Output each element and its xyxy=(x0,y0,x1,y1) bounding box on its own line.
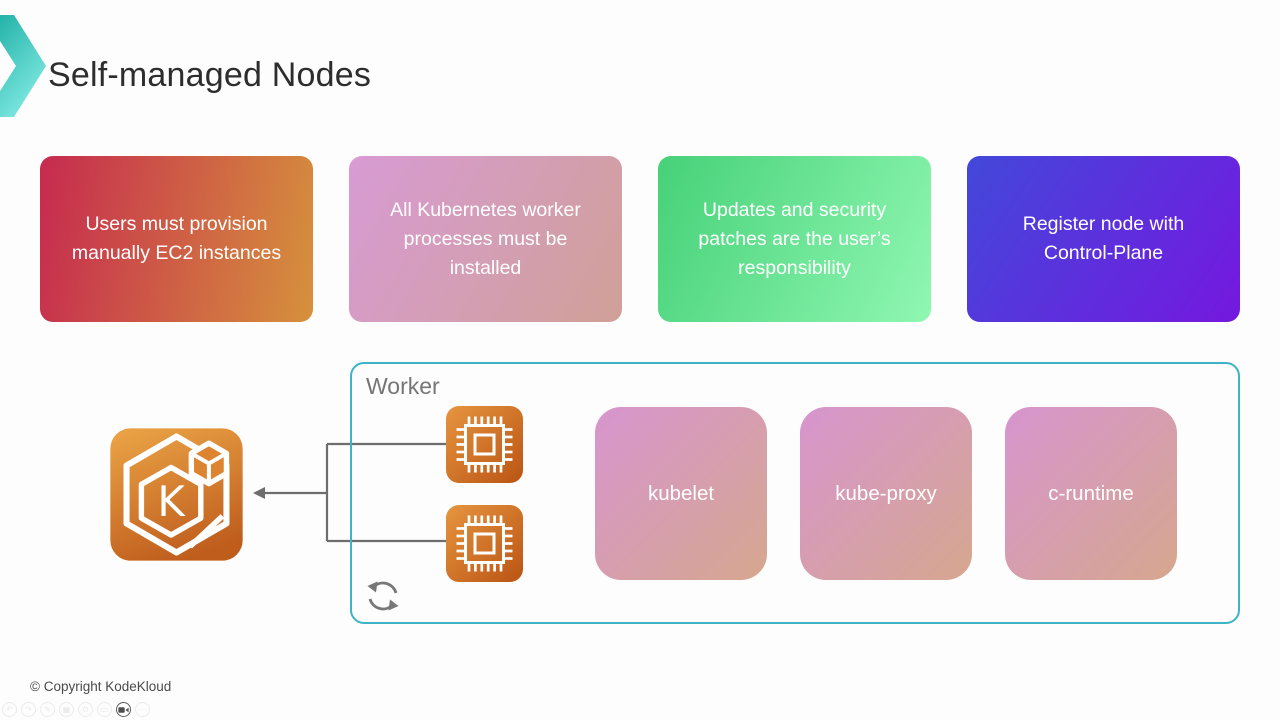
undo-icon[interactable]: ↶ xyxy=(2,702,17,717)
copyright-text: © Copyright KodeKloud xyxy=(30,679,172,694)
redo-icon[interactable]: ↷ xyxy=(21,702,36,717)
component-kube-proxy: kube-proxy xyxy=(800,407,972,580)
zoom-icon[interactable]: ⊙ xyxy=(78,702,93,717)
component-kubelet: kubelet xyxy=(595,407,767,580)
worker-node-box: Worker xyxy=(350,362,1240,624)
eks-letter: K xyxy=(157,477,186,526)
card-register-node: Register node with Control-Plane xyxy=(967,156,1240,322)
screen-icon[interactable]: ▭ xyxy=(97,702,112,717)
refresh-icon xyxy=(367,581,399,611)
eks-icon: K xyxy=(110,428,243,561)
arrow-left-icon xyxy=(253,442,447,543)
card-text: Register node with Control-Plane xyxy=(1022,213,1185,264)
ec2-chip-icon xyxy=(446,406,523,483)
camera-icon[interactable] xyxy=(116,702,131,717)
component-label: kubelet xyxy=(647,481,715,505)
card-updates-patches: Updates and security patches are the use… xyxy=(658,156,931,322)
component-c-runtime: c-runtime xyxy=(1005,407,1177,580)
pen-icon[interactable]: ✎ xyxy=(40,702,55,717)
more-icon[interactable]: ⋯ xyxy=(135,702,150,717)
card-provision-ec2: Users must provision manually EC2 instan… xyxy=(40,156,313,322)
annotation-toolbar: ↶ ↷ ✎ ▦ ⊙ ▭ ⋯ xyxy=(2,702,150,717)
card-text: Users must provision manually EC2 instan… xyxy=(71,213,282,264)
worker-label: Worker xyxy=(366,373,440,399)
card-text: Updates and security patches are the use… xyxy=(698,198,891,279)
component-label: c-runtime xyxy=(1048,481,1134,505)
card-text: All Kubernetes worker processes must be … xyxy=(390,198,581,279)
page-title: Self-managed Nodes xyxy=(48,56,372,94)
card-worker-processes: All Kubernetes worker processes must be … xyxy=(349,156,622,322)
kodekloud-chevron-logo-icon xyxy=(0,15,46,117)
shapes-icon[interactable]: ▦ xyxy=(59,702,74,717)
component-label: kube-proxy xyxy=(835,481,937,505)
ec2-chip-icon xyxy=(446,505,523,582)
